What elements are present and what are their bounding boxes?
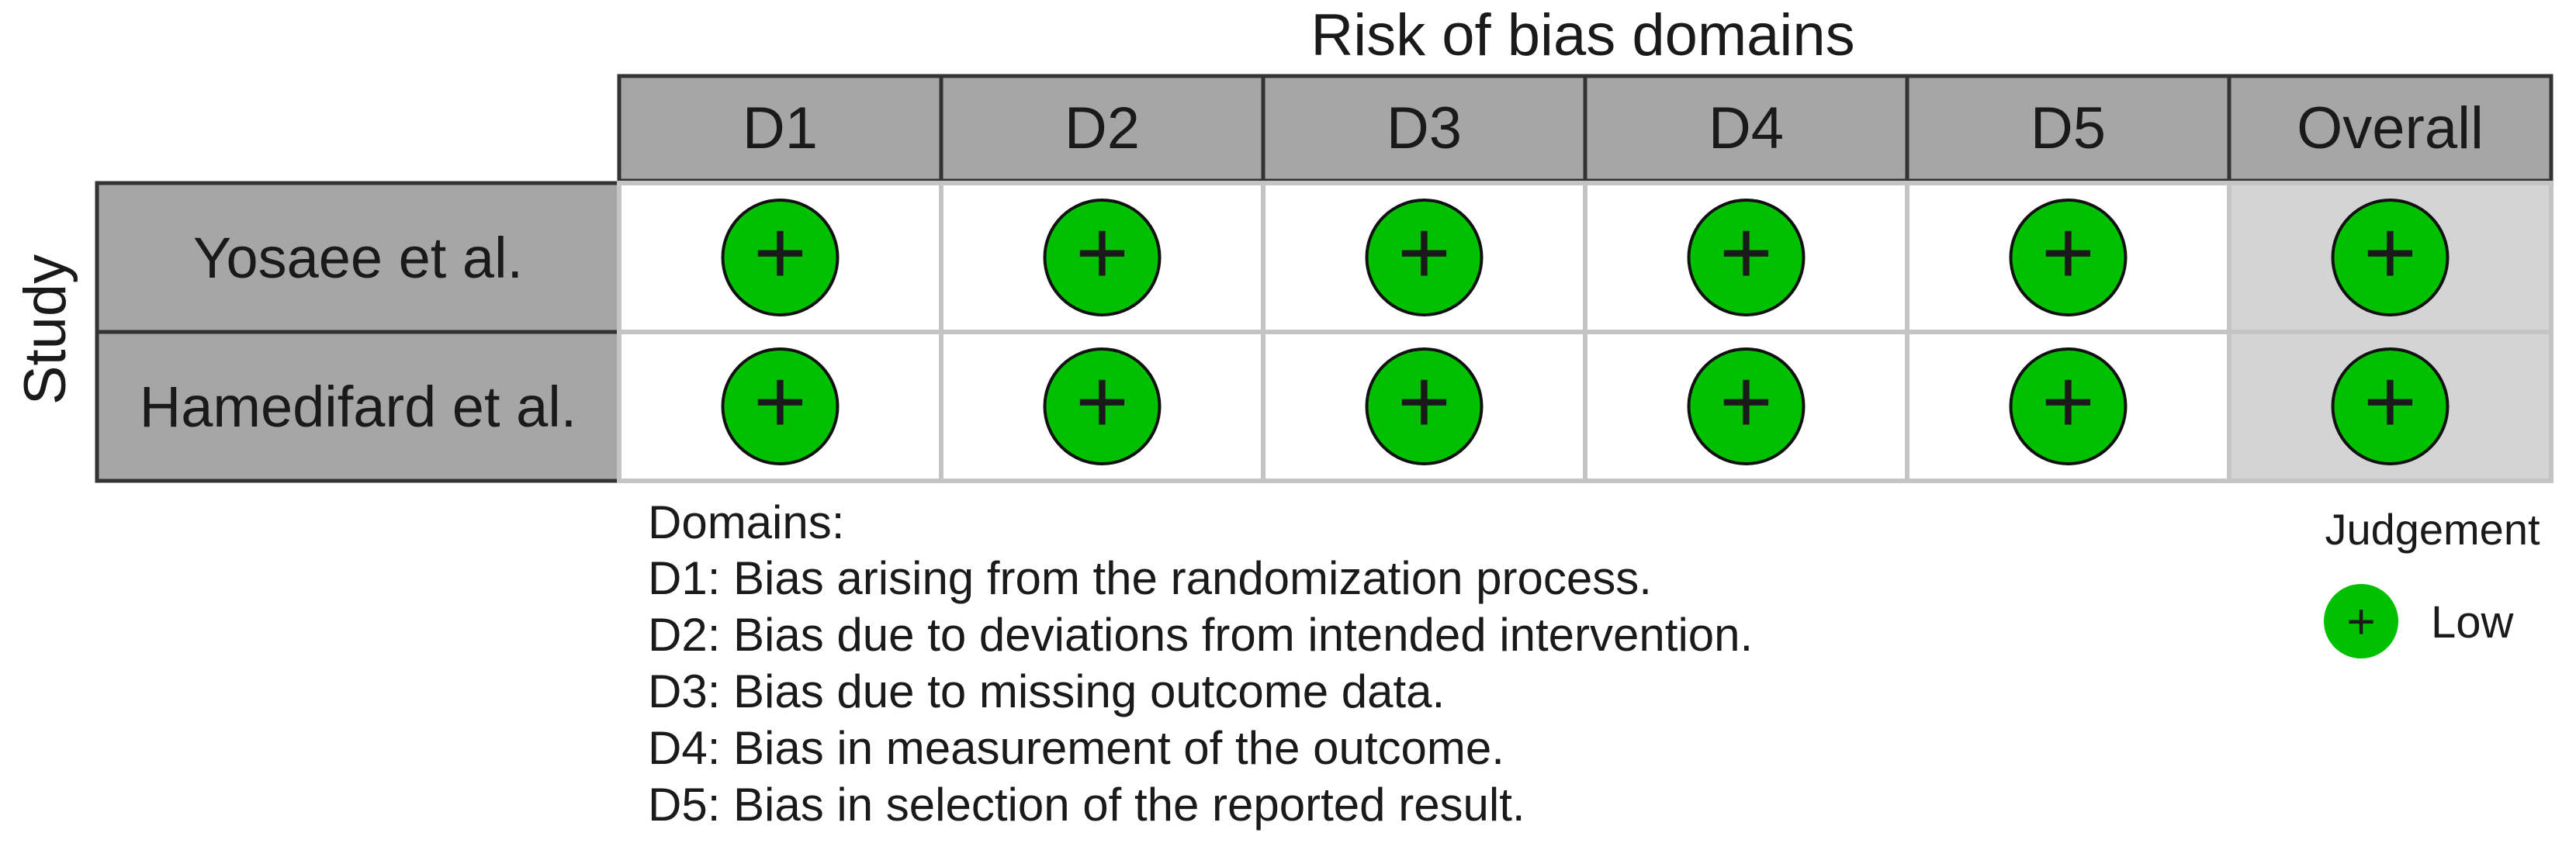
judgement-mark-low: + (1687, 199, 1806, 316)
judgement-circle (721, 347, 840, 465)
judgement-mark-low: + (1687, 347, 1806, 465)
judgement-circle (2009, 347, 2128, 465)
column-header-label: D5 (2031, 95, 2106, 161)
judgement-symbol: + (2363, 351, 2417, 453)
judgement-legend: Judgement + Low (2324, 505, 2540, 658)
judgement-symbol: + (1075, 202, 1129, 304)
judgement-circle (1365, 199, 1484, 316)
column-header-label: D2 (1065, 95, 1140, 161)
judgement-symbol: + (1075, 351, 1129, 453)
judgement-circle (1043, 199, 1162, 316)
judgement-symbol: + (1397, 202, 1451, 304)
judgement-mark-low: + (2009, 347, 2128, 465)
judgement-circle (2331, 347, 2450, 465)
judgement-symbol: + (753, 351, 807, 453)
judgement-symbol: + (1719, 202, 1773, 304)
judgement-grid: + + + + + + + + + + + + (617, 181, 2553, 483)
judgement-circle (2331, 199, 2450, 316)
study-axis-label: Study (12, 254, 78, 405)
legend-marker-low (2324, 584, 2398, 658)
judgement-circle (1043, 347, 1162, 465)
judgement-mark-low: + (1365, 199, 1484, 316)
legend-label: Low (2431, 597, 2515, 648)
domain-description: D2: Bias due to deviations from intended… (648, 609, 1753, 661)
judgement-circle (1365, 347, 1484, 465)
judgement-mark-low: + (2009, 199, 2128, 316)
study-name: Hamedifard et al. (140, 375, 577, 439)
judgement-circle (1687, 199, 1806, 316)
judgement-mark-low: + (721, 199, 840, 316)
domain-description: D3: Bias due to missing outcome data. (648, 665, 1445, 717)
column-header-label: D3 (1387, 95, 1462, 161)
chart-title: Risk of bias domains (1311, 2, 1854, 68)
grid-frame (617, 181, 2553, 483)
judgement-circle (721, 199, 840, 316)
study-name: Yosaee et al. (193, 226, 523, 290)
domains-title: Domains: (648, 496, 844, 548)
judgement-symbol: + (2363, 202, 2417, 304)
judgement-mark-low: + (721, 347, 840, 465)
domain-description: D5: Bias in selection of the reported re… (648, 779, 1525, 831)
column-header-label: D4 (1709, 95, 1784, 161)
row-headers: Yosaee et al. Hamedifard et al. (95, 181, 621, 483)
judgement-symbol: + (1397, 351, 1451, 453)
column-header-d1 (617, 74, 943, 183)
column-header-label: D1 (743, 95, 818, 161)
study-row-header (95, 330, 621, 483)
judgement-circle (1687, 347, 1806, 465)
domain-description: D1: Bias arising from the randomization … (648, 552, 1652, 604)
judgement-mark-low: + (2331, 199, 2450, 316)
column-header-overall (2227, 74, 2553, 183)
judgement-mark-low: + (1365, 347, 1484, 465)
domain-description: D4: Bias in measurement of the outcome. (648, 722, 1504, 774)
column-header-label: Overall (2297, 95, 2484, 161)
legend-symbol: + (2346, 593, 2375, 649)
judgement-symbol: + (2041, 351, 2095, 453)
judgement-mark-low: + (1043, 347, 1162, 465)
column-headers: D1 D2 D3 D4 D5 Overall (617, 74, 2553, 183)
judgement-mark-low: + (2331, 347, 2450, 465)
judgement-symbol: + (753, 202, 807, 304)
judgement-symbol: + (2041, 202, 2095, 304)
judgement-legend-title: Judgement (2325, 505, 2540, 554)
judgement-symbol: + (1719, 351, 1773, 453)
judgement-mark-low: + (1043, 199, 1162, 316)
judgement-circle (2009, 199, 2128, 316)
domains-legend: Domains: D1: Bias arising from the rando… (648, 496, 1753, 831)
column-header-d2 (939, 74, 1265, 183)
